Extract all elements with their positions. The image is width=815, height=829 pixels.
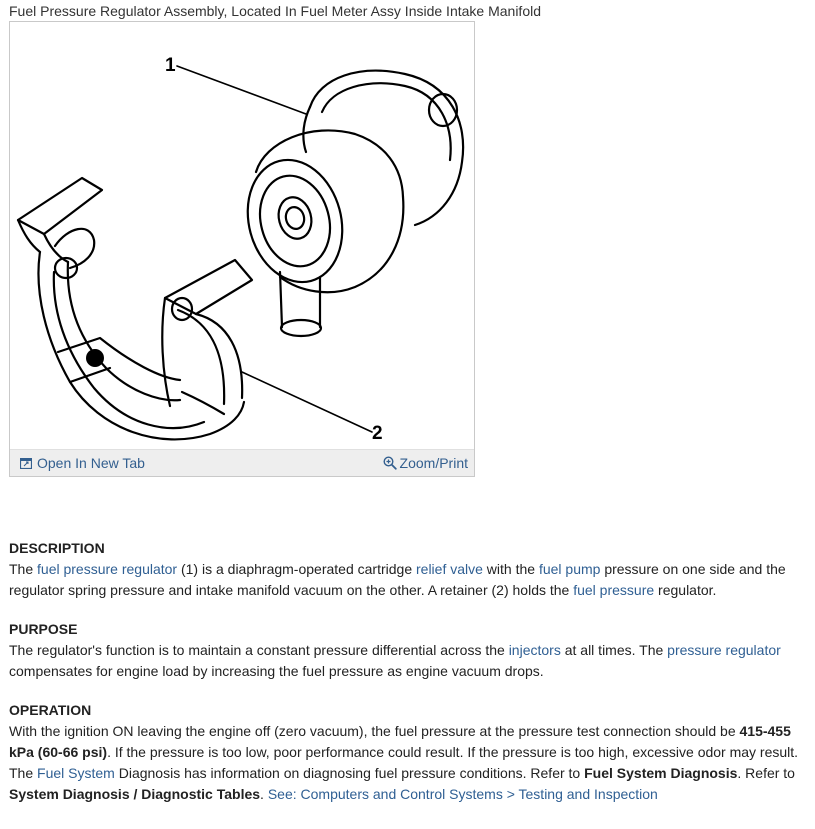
figure-panel: 1 2 Open In New Tab Zoom/Print bbox=[9, 21, 475, 477]
link-fuel-pressure[interactable]: fuel pressure bbox=[573, 582, 655, 598]
link-pressure-regulator[interactable]: pressure regulator bbox=[667, 642, 781, 658]
open-in-new-tab-label: Open In New Tab bbox=[37, 455, 145, 471]
callout-1: 1 bbox=[165, 55, 176, 76]
link-injectors[interactable]: injectors bbox=[508, 642, 561, 658]
link-relief-valve[interactable]: relief valve bbox=[416, 561, 483, 577]
description-paragraph: The fuel pressure regulator (1) is a dia… bbox=[9, 561, 786, 598]
pressure-spec: 415-455 kPa (60-66 psi) bbox=[9, 723, 791, 760]
operation-heading: OPERATION bbox=[9, 702, 92, 718]
purpose-heading: PURPOSE bbox=[9, 621, 78, 637]
open-in-new-tab-link[interactable]: Open In New Tab bbox=[20, 455, 145, 471]
link-fuel-pump[interactable]: fuel pump bbox=[538, 561, 601, 577]
diagnostic-tables-ref: System Diagnosis / Diagnostic Tables bbox=[9, 786, 261, 802]
regulator-assembly bbox=[246, 69, 465, 338]
link-fuel-system[interactable]: Fuel System bbox=[37, 765, 115, 781]
operation-paragraph: With the ignition ON leaving the engine … bbox=[9, 723, 799, 802]
open-in-new-tab-icon bbox=[20, 457, 32, 469]
zoom-print-label: Zoom/Print bbox=[399, 455, 468, 471]
zoom-in-icon bbox=[383, 456, 397, 470]
article-body: DESCRIPTION The fuel pressure regulator … bbox=[9, 538, 799, 823]
fuel-system-diagnosis-ref: Fuel System Diagnosis bbox=[584, 765, 738, 781]
regulator-diagram[interactable]: 1 2 bbox=[10, 22, 474, 452]
link-fuel-pressure-regulator[interactable]: fuel pressure regulator bbox=[37, 561, 178, 577]
figure-caption: Fuel Pressure Regulator Assembly, Locate… bbox=[9, 3, 541, 19]
retainer-clip bbox=[16, 176, 254, 441]
figure-toolbar: Open In New Tab Zoom/Print bbox=[10, 449, 474, 476]
callout-2: 2 bbox=[372, 423, 383, 444]
zoom-print-link[interactable]: Zoom/Print bbox=[383, 455, 468, 471]
link-testing-and-inspection[interactable]: See: Computers and Control Systems > Tes… bbox=[267, 786, 658, 802]
purpose-paragraph: The regulator's function is to maintain … bbox=[9, 642, 781, 679]
description-heading: DESCRIPTION bbox=[9, 540, 105, 556]
